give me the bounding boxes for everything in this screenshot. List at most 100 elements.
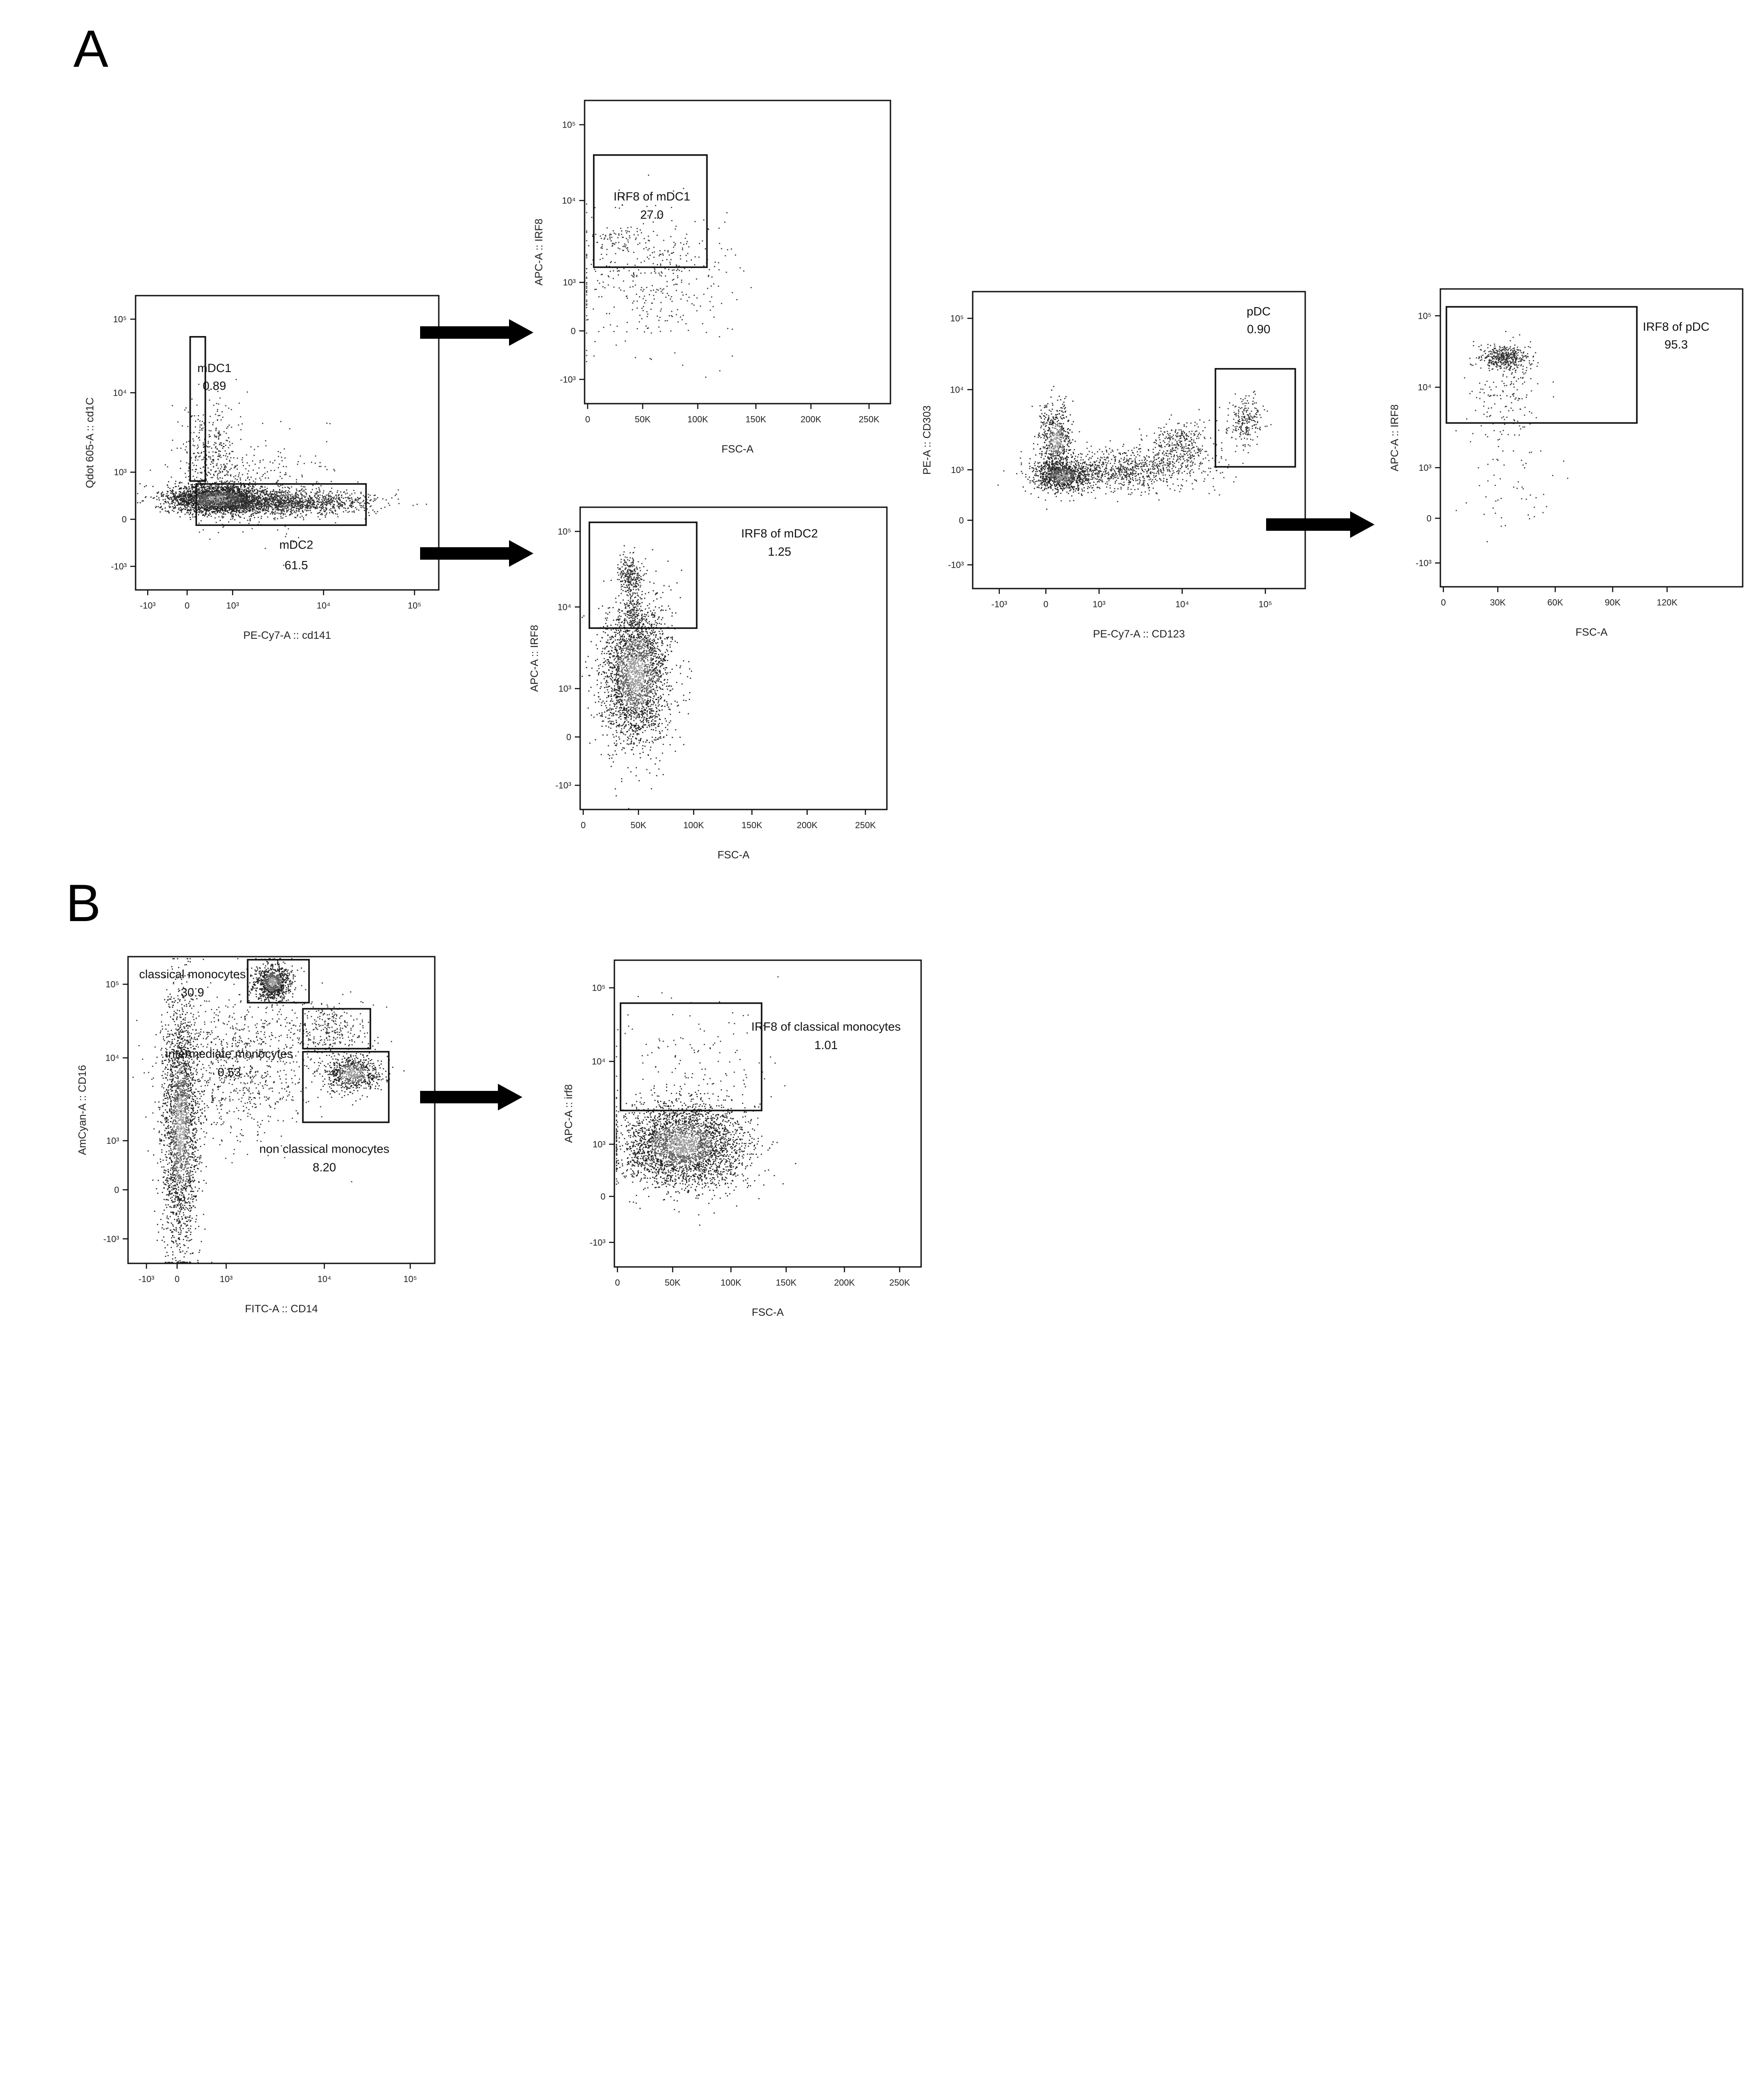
x-axis-label: FITC-A :: CD14: [245, 1303, 318, 1315]
y-tick-label: 10⁵: [592, 983, 605, 993]
x-tick-label: 30K: [1490, 598, 1506, 608]
x-tick-label: 0: [1043, 600, 1048, 609]
x-tick-label: 10⁵: [404, 1274, 417, 1284]
y-tick-label: 10⁵: [1418, 311, 1431, 321]
panel-letter-b: B: [66, 874, 101, 933]
x-axis-label: FSC-A: [718, 849, 750, 861]
event-cloud: [137, 379, 427, 566]
x-axis-label: FSC-A: [752, 1306, 784, 1319]
gate-rect: [1215, 368, 1296, 468]
y-tick-label: 10⁴: [105, 1054, 119, 1063]
x-tick-label: 250K: [855, 821, 876, 830]
event-cloud: [1455, 331, 1568, 542]
gate-value: 27.0: [640, 208, 664, 221]
event-cloud: [997, 386, 1272, 510]
x-axis-label: FSC-A: [1576, 626, 1608, 638]
y-tick-label: -10³: [111, 562, 127, 572]
y-tick-label: 10³: [106, 1136, 119, 1146]
gate-rect: [195, 483, 367, 526]
x-tick-label: 10³: [226, 601, 239, 611]
gate-rect: [1445, 306, 1638, 424]
plot-frame: [579, 506, 888, 810]
arrow-icon: [420, 319, 533, 346]
y-tick-label: 10⁴: [592, 1057, 605, 1067]
y-tick-label: -10³: [1415, 558, 1431, 568]
y-tick-label: 10⁴: [950, 385, 964, 395]
x-tick-label: 0: [175, 1274, 180, 1284]
event-cloud: [132, 958, 405, 1263]
gate-value: 0.89: [203, 379, 226, 393]
gate-rect: [620, 1002, 762, 1111]
gate-value: 0.90: [1247, 323, 1271, 336]
event-cloud: [586, 174, 752, 378]
x-tick-label: 200K: [797, 821, 818, 830]
y-tick-label: 0: [114, 1185, 119, 1195]
x-tick-label: 150K: [776, 1278, 797, 1288]
gate-value: 1.01: [814, 1038, 838, 1052]
x-tick-label: -10³: [139, 1274, 155, 1284]
gate-rect: [247, 959, 310, 1004]
y-axis-label: APC-A :: IRF8: [1389, 405, 1401, 472]
gate-name: IRF8 of mDC1: [613, 190, 690, 203]
x-tick-label: 10⁴: [1175, 600, 1189, 609]
gate-value: 8.20: [313, 1161, 336, 1174]
y-axis-label: APC-A :: IRF8: [533, 219, 545, 286]
x-tick-label: 10⁴: [317, 1274, 331, 1284]
arrow-icon: [420, 540, 533, 567]
gate-rect: [302, 1051, 390, 1123]
x-tick-label: 50K: [630, 821, 646, 830]
gate-name: IRF8 of pDC: [1643, 320, 1709, 333]
x-tick-label: 0: [581, 821, 585, 830]
gate-name: IRF8 of mDC2: [741, 527, 818, 540]
x-tick-label: 0: [615, 1278, 620, 1288]
y-tick-label: 0: [601, 1192, 605, 1202]
gate-name: pDC: [1247, 305, 1271, 318]
y-tick-label: -10³: [555, 781, 571, 791]
y-tick-label: -10³: [589, 1238, 605, 1248]
gate-rect: [593, 154, 708, 268]
x-tick-label: 60K: [1548, 598, 1564, 608]
event-cloud: [616, 976, 796, 1226]
x-tick-label: 100K: [721, 1278, 742, 1288]
gate-name: non classical monocytes: [259, 1142, 389, 1156]
gate-value: 30.9: [181, 986, 204, 999]
y-tick-label: 10⁵: [105, 980, 119, 990]
x-tick-label: 250K: [889, 1278, 910, 1288]
x-tick-label: 0: [1441, 598, 1446, 608]
flow-arrows: [420, 319, 1375, 1110]
y-tick-label: 10⁴: [557, 602, 571, 612]
y-tick-label: 10³: [593, 1140, 605, 1150]
y-tick-label: 10⁴: [1418, 383, 1431, 393]
panel-letter-a: A: [73, 20, 108, 78]
event-cloud: [581, 545, 692, 810]
y-tick-label: 10³: [1419, 463, 1431, 473]
gate-rect: [588, 521, 698, 629]
x-tick-label: -10³: [991, 600, 1007, 609]
y-tick-label: 10⁵: [557, 527, 571, 537]
y-tick-label: 10³: [114, 468, 127, 477]
x-tick-label: 0: [184, 601, 189, 611]
y-tick-label: 10⁵: [562, 120, 576, 130]
y-axis-label: Qdot 605-A :: cd1C: [84, 397, 96, 488]
plot-frame: [613, 959, 922, 1268]
y-tick-label: -10³: [948, 561, 964, 570]
x-tick-label: -10³: [140, 601, 156, 611]
x-tick-label: 50K: [635, 415, 651, 425]
y-tick-label: 10⁴: [113, 388, 127, 398]
gate-rect: [189, 336, 206, 482]
arrow-icon: [1266, 511, 1375, 538]
x-tick-label: 50K: [665, 1278, 681, 1288]
y-tick-label: 0: [566, 733, 571, 742]
y-tick-label: 0: [571, 326, 576, 336]
plot-frame: [584, 100, 891, 405]
x-tick-label: 10³: [220, 1274, 233, 1284]
gate-value: 1.25: [768, 545, 791, 558]
